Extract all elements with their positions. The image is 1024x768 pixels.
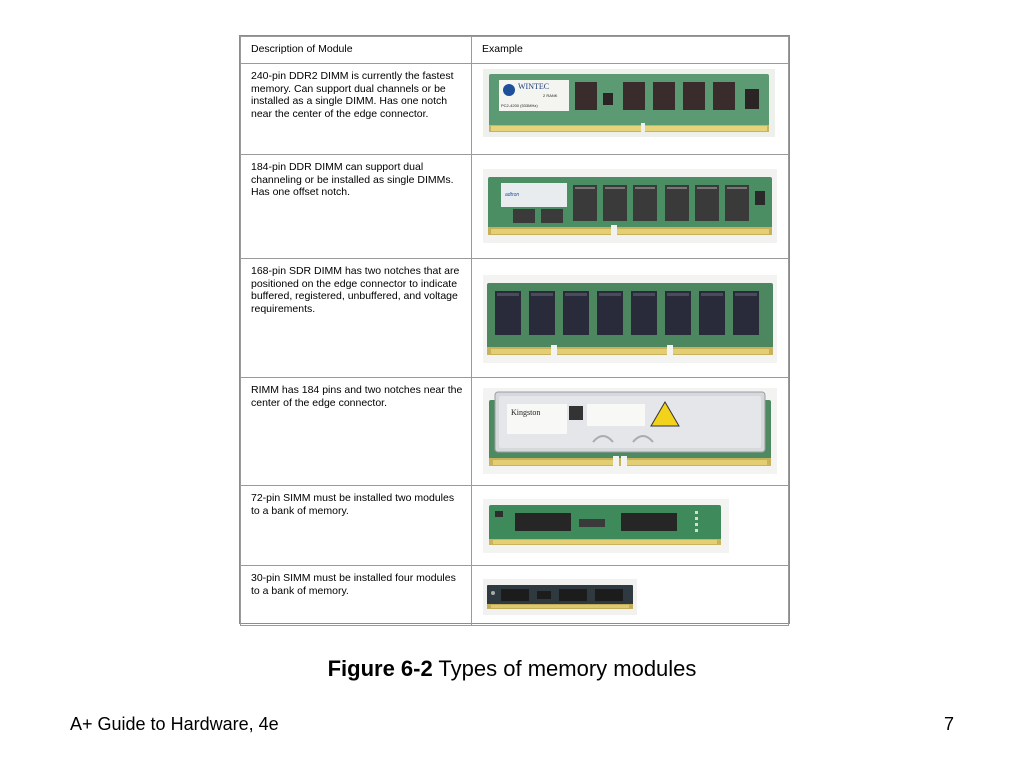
module-description-sdr: 168-pin SDR DIMM has two notches that ar… bbox=[240, 258, 472, 378]
module-example-simm30 bbox=[471, 565, 789, 626]
kingston-brand-label: Kingston bbox=[511, 408, 540, 417]
module-example-sdr bbox=[471, 258, 789, 378]
table-row: 168-pin SDR DIMM has two notches that ar… bbox=[240, 258, 789, 378]
footer-page-number: 7 bbox=[943, 714, 954, 734]
figure-caption-text: Types of memory modules bbox=[432, 656, 697, 681]
table-row: 30-pin SIMM must be installed four modul… bbox=[240, 565, 789, 626]
module-example-simm72 bbox=[471, 485, 789, 566]
module-example-rimm: Kingston bbox=[471, 377, 789, 486]
simm30-image bbox=[483, 579, 637, 615]
table-row: 240-pin DDR2 DIMM is currently the faste… bbox=[240, 63, 789, 155]
module-example-ddr: adtron bbox=[471, 154, 789, 259]
svg-text:adtron: adtron bbox=[505, 192, 519, 198]
module-description-ddr2: 240-pin DDR2 DIMM is currently the faste… bbox=[240, 63, 472, 155]
memory-modules-table: Description of Module Example 240-pin DD… bbox=[239, 35, 790, 626]
rimm-image: Kingston bbox=[483, 388, 777, 474]
ddr2-rank-label: 2 RANK bbox=[543, 93, 558, 98]
ddr-dimm-image: adtron bbox=[483, 169, 777, 243]
table-row: 184-pin DDR DIMM can support dual channe… bbox=[240, 154, 789, 259]
footer-book-title: A+ Guide to Hardware, 4e bbox=[70, 714, 279, 734]
module-description-simm72: 72-pin SIMM must be installed two module… bbox=[240, 485, 472, 566]
memory-table: Description of Module Example 240-pin DD… bbox=[240, 36, 789, 626]
figure-label: Figure 6-2 bbox=[327, 656, 433, 681]
ddr2-speed-label: PC2-4200 (533MHz) bbox=[501, 103, 538, 108]
module-description-rimm: RIMM has 184 pins and two notches near t… bbox=[240, 377, 472, 486]
module-description-ddr: 184-pin DDR DIMM can support dual channe… bbox=[240, 154, 472, 259]
module-description-simm30: 30-pin SIMM must be installed four modul… bbox=[240, 565, 472, 626]
simm72-image bbox=[483, 499, 729, 553]
wintec-brand-label: WINTEC bbox=[518, 82, 549, 91]
header-description: Description of Module bbox=[240, 36, 472, 64]
header-example: Example bbox=[471, 36, 789, 64]
table-row: 72-pin SIMM must be installed two module… bbox=[240, 485, 789, 566]
table-header-row: Description of Module Example bbox=[240, 36, 789, 64]
table-row: RIMM has 184 pins and two notches near t… bbox=[240, 377, 789, 486]
sdr-dimm-image bbox=[483, 275, 777, 363]
figure-caption: Figure 6-2 Types of memory modules bbox=[0, 656, 1024, 682]
module-example-ddr2: WINTEC 2 RANK PC2-4200 (533MHz) bbox=[471, 63, 789, 155]
ddr2-dimm-image: WINTEC 2 RANK PC2-4200 (533MHz) bbox=[483, 69, 775, 137]
